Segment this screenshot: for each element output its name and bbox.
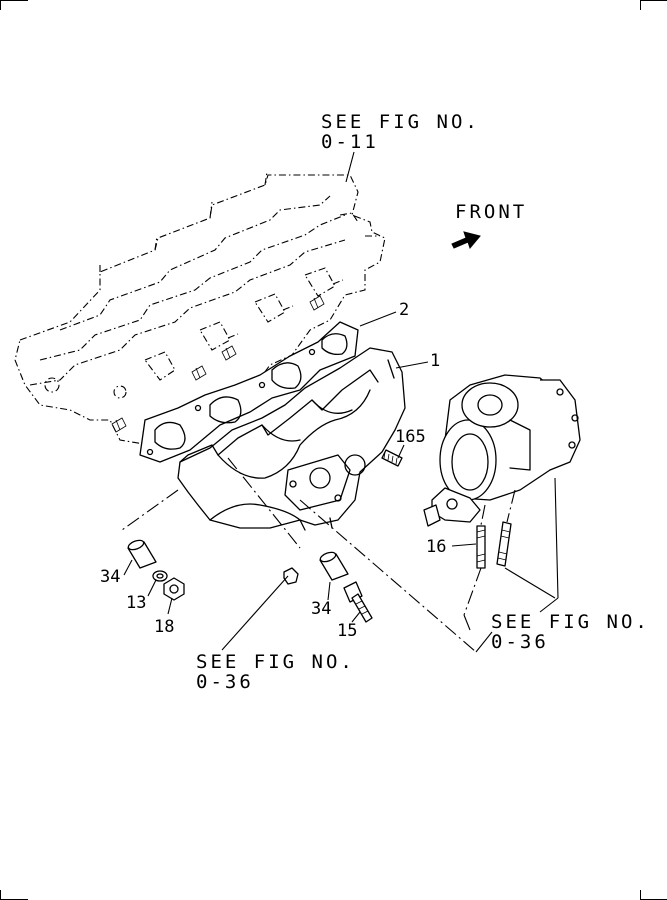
collar-34-left xyxy=(127,539,157,569)
part-number-16: 16 xyxy=(426,537,447,557)
part-number-13: 13 xyxy=(126,593,147,613)
collar-34-right xyxy=(319,551,349,581)
exhaust-manifold-gasket xyxy=(139,321,359,463)
front-arrow-icon xyxy=(451,231,481,250)
crop-mark-top-right xyxy=(640,0,641,10)
crop-mark-bottom-right xyxy=(640,890,641,900)
head-studs xyxy=(111,295,325,433)
turbocharger xyxy=(423,374,581,527)
cylinder-head-phantom xyxy=(14,171,386,446)
crop-mark-top-left-h xyxy=(0,0,28,1)
exhaust-manifold xyxy=(177,347,406,531)
callout-see-fig-0-36-left: SEE FIG NO. 0-36 xyxy=(196,651,355,693)
callout-see-fig-0-11: SEE FIG NO. 0-11 xyxy=(321,111,480,153)
part-number-18: 18 xyxy=(154,617,175,637)
washer-13 xyxy=(152,570,168,582)
nut-on-leader xyxy=(283,567,299,585)
stud-165 xyxy=(381,449,403,467)
callout-see-fig-0-36-right: SEE FIG NO. 0-36 xyxy=(491,611,650,653)
crop-mark-top-left xyxy=(0,0,1,10)
part-number-34-left: 34 xyxy=(100,567,121,587)
part-number-15: 15 xyxy=(337,621,358,641)
stud-16-b xyxy=(496,521,512,567)
part-number-1: 1 xyxy=(430,351,441,371)
part-number-2: 2 xyxy=(399,300,410,320)
bolt-15 xyxy=(343,581,373,623)
leader-lines xyxy=(121,151,559,653)
stud-16-a xyxy=(476,525,486,569)
part-number-165: 165 xyxy=(395,427,426,447)
crop-mark-top-right-h xyxy=(640,0,667,1)
part-number-34-right: 34 xyxy=(311,599,332,619)
nut-18 xyxy=(163,577,185,601)
crop-mark-bottom-left xyxy=(0,890,1,900)
front-label: FRONT xyxy=(455,201,528,223)
